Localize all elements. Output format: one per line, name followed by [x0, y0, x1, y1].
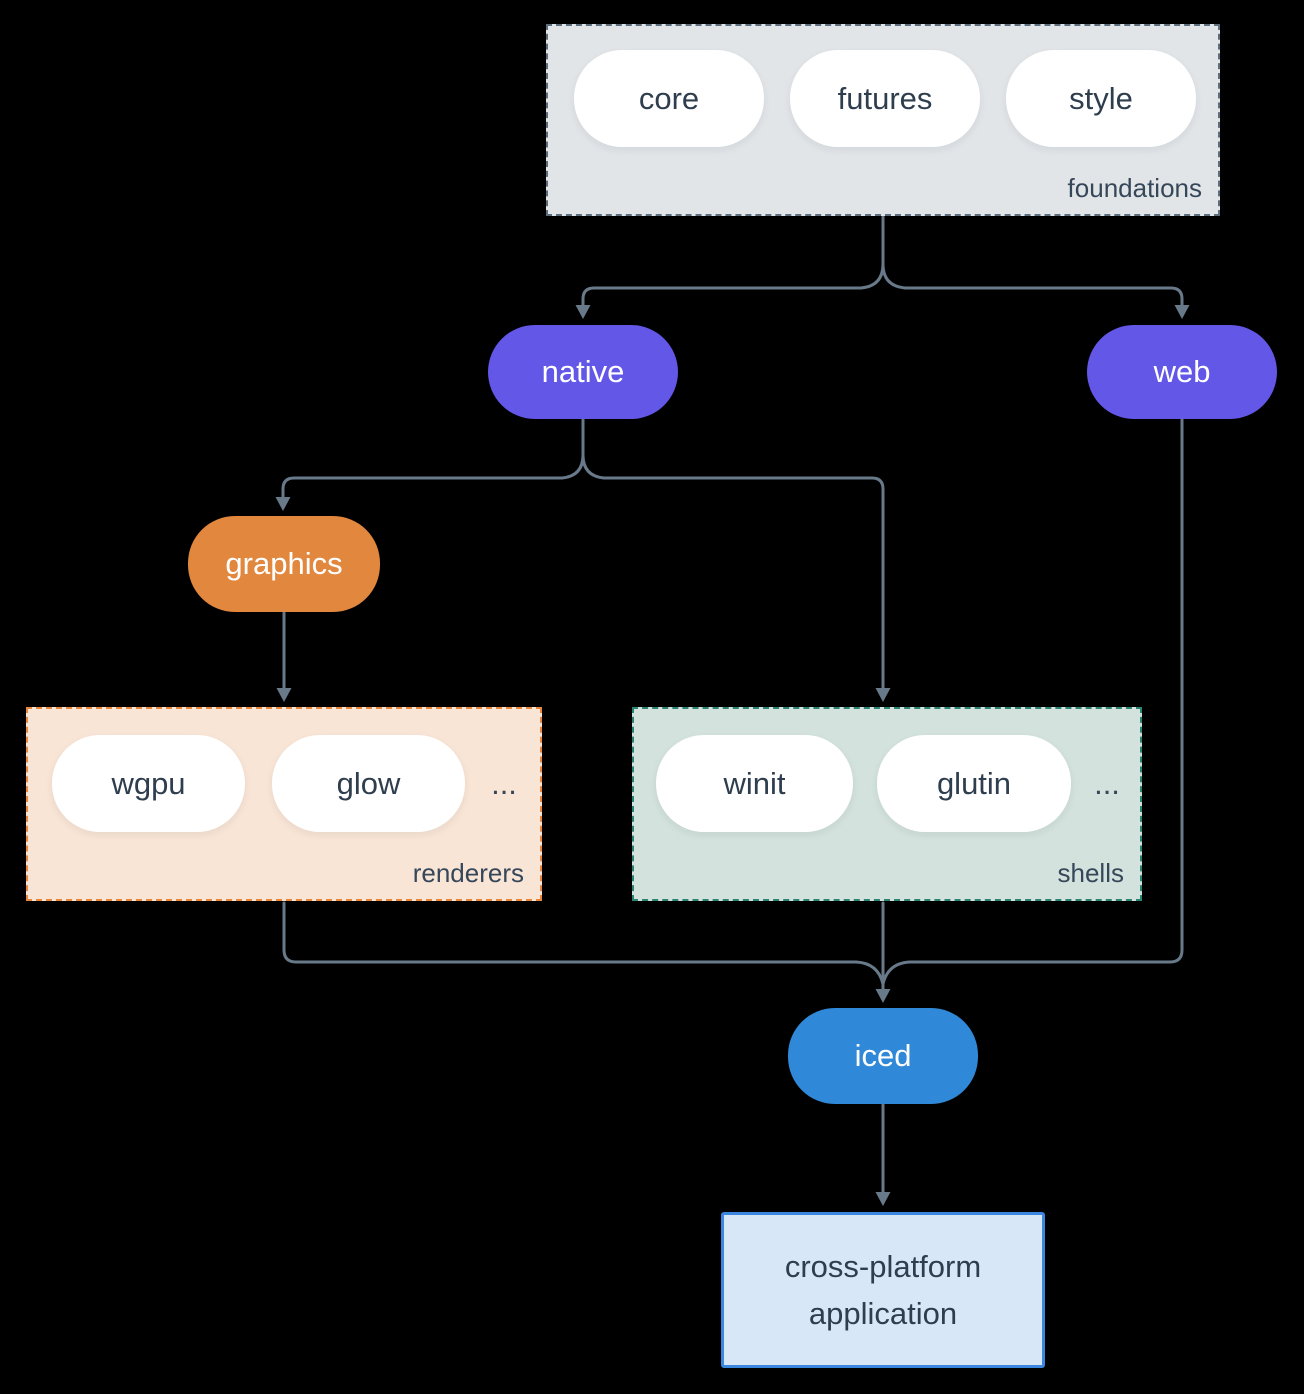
edge-merge-flare-left [854, 960, 885, 986]
node-core: core [574, 50, 764, 147]
edge-merge-flare-right [881, 960, 912, 986]
edge-renderers-merge [282, 901, 858, 964]
arrowhead-web [1174, 305, 1190, 319]
shells-ellipsis: ... [1094, 765, 1120, 801]
node-wgpu: wgpu [52, 735, 245, 832]
node-graphics: graphics [188, 516, 380, 612]
arrowhead-shells [875, 688, 891, 702]
node-iced: iced [788, 1008, 978, 1104]
application-label-line2: application [808, 1296, 958, 1331]
edge-foundations-native [581, 262, 885, 307]
arrowhead-renderers [276, 688, 292, 702]
renderers-ellipsis: ... [491, 765, 517, 801]
group-label-foundations: foundations [1067, 173, 1202, 203]
node-web: web [1087, 325, 1277, 419]
group-renderers: wgpu glow ... renderers [26, 707, 542, 901]
application-box: cross-platform application [721, 1212, 1045, 1368]
group-label-renderers: renderers [412, 858, 524, 888]
node-futures: futures [790, 50, 980, 147]
group-foundations: core futures style foundations [546, 24, 1220, 216]
arrowhead-iced [875, 989, 891, 1003]
node-glow: glow [272, 735, 465, 832]
node-glutin: glutin [877, 735, 1071, 832]
node-style: style [1006, 50, 1196, 147]
application-label-line1: cross-platform [784, 1249, 982, 1284]
node-winit: winit [656, 735, 853, 832]
edge-native-shells [581, 453, 885, 690]
group-shells: winit glutin ... shells [632, 707, 1142, 901]
arrowhead-application [875, 1192, 891, 1206]
arrowhead-graphics [275, 497, 291, 511]
group-label-shells: shells [1057, 858, 1124, 888]
edge-native-graphics [281, 453, 585, 499]
edge-web-merge [908, 417, 1184, 964]
edge-foundations-web [881, 262, 1184, 307]
node-native: native [488, 325, 678, 419]
arrowhead-native [575, 305, 591, 319]
